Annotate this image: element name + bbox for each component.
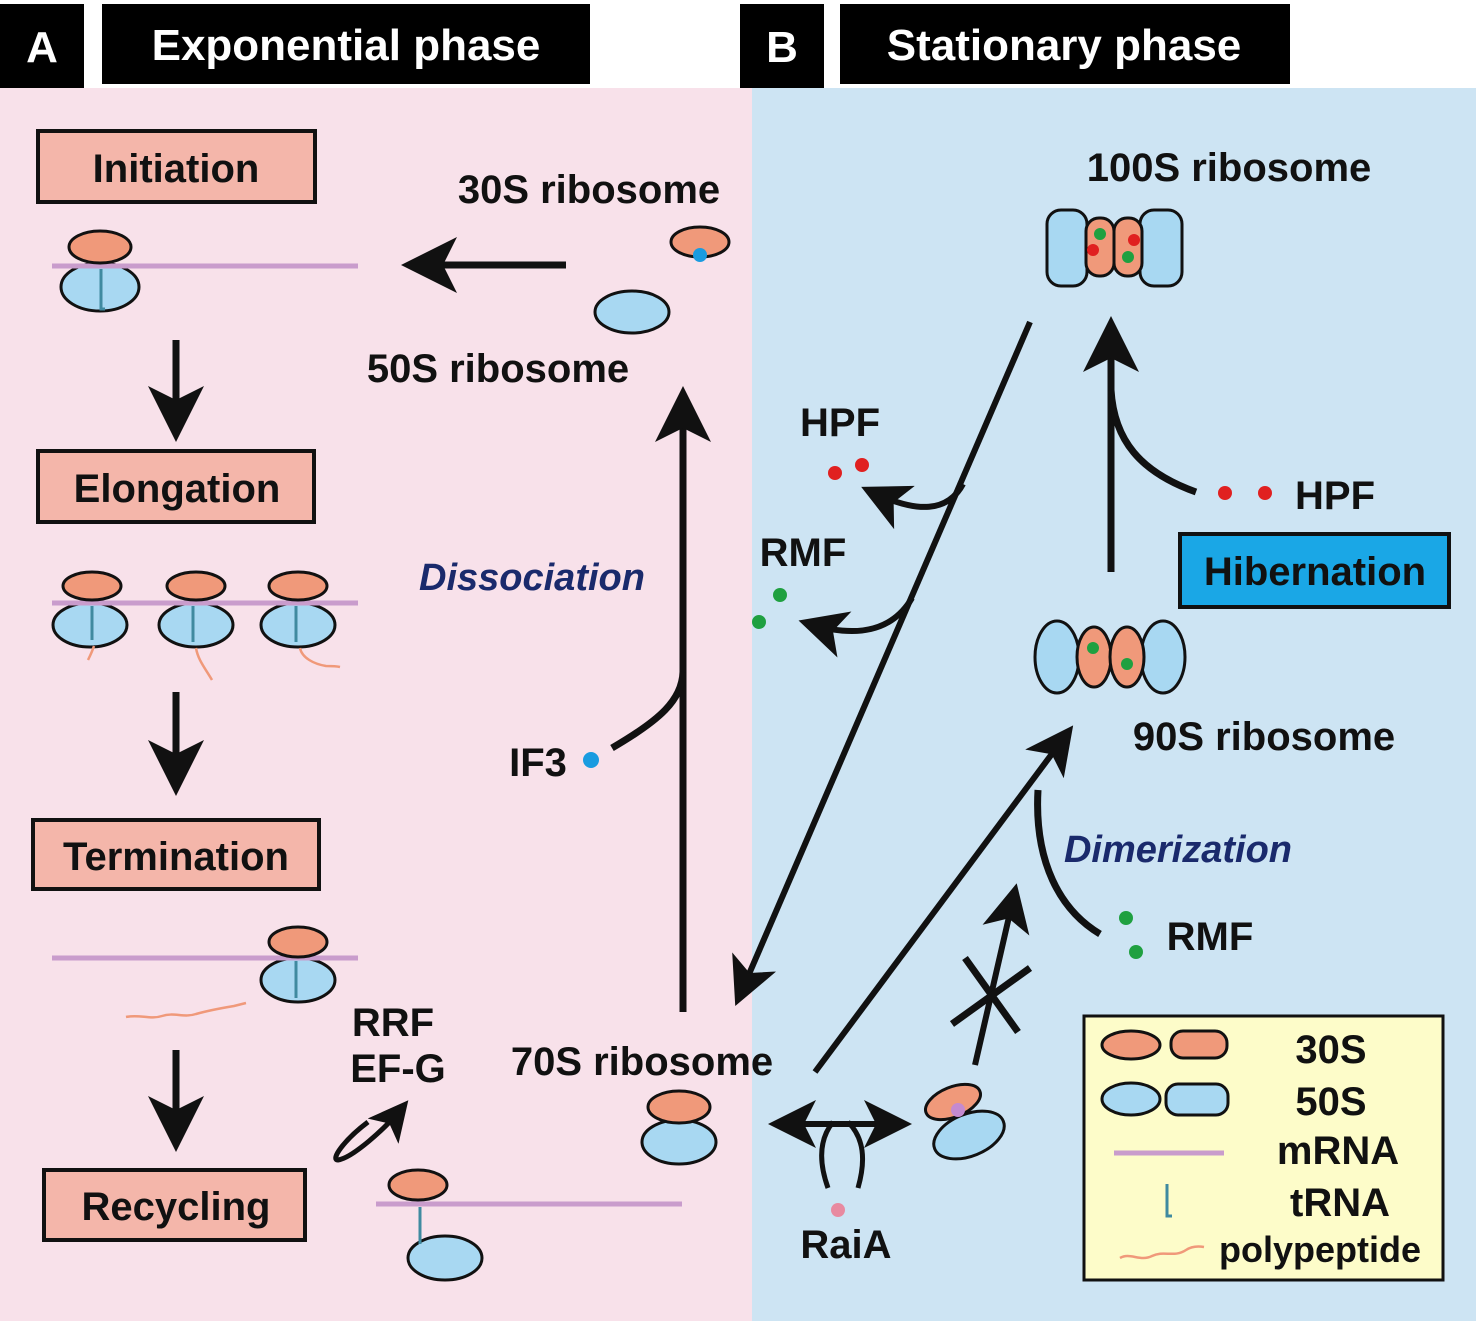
hpf-release-dot-2 — [855, 458, 869, 472]
block-cross-line-2 — [949, 965, 1033, 1027]
ribosome-100s-label: 100S ribosome — [1087, 146, 1372, 190]
ribosome-90s-label: 90S ribosome — [1133, 715, 1395, 759]
hpf-release-label: HPF — [800, 401, 880, 445]
panel-a-letter-box — [0, 4, 84, 88]
dissociation-label: Dissociation — [419, 557, 645, 599]
hpf-bind-dot-2 — [1258, 486, 1272, 500]
raia-bound-70s-icon — [924, 1082, 1006, 1161]
panel-a-title-box — [102, 4, 590, 84]
termination-box — [31, 818, 321, 891]
hpf-release-curve — [861, 482, 966, 530]
raia-dot — [831, 1203, 845, 1217]
raia-label: RaiA — [800, 1223, 891, 1267]
if3-dot — [583, 752, 599, 768]
initiation-ribosome-group — [52, 229, 358, 313]
legend-trna-label: tRNA — [1290, 1181, 1390, 1225]
panel-a-letter: A — [26, 23, 58, 72]
rrf-label: RRF — [352, 1001, 434, 1045]
legend-50s-label: 50S — [1295, 1080, 1366, 1124]
recycling-label: Recycling — [82, 1185, 271, 1229]
100s-to-70s-arrow — [732, 320, 1033, 1007]
legend-mrna-label: mRNA — [1277, 1129, 1399, 1173]
legend-30s-label: 30S — [1295, 1028, 1366, 1072]
legend-polypeptide-label: polypeptide — [1219, 1229, 1421, 1270]
elongation-box — [36, 449, 316, 524]
raia-binding-curve-1 — [819, 1120, 836, 1189]
legend-50s-icon — [1100, 1081, 1162, 1117]
hpf-binding-curve — [1107, 389, 1198, 496]
if3-binding-curve — [610, 671, 687, 752]
legend-trna-icon — [1165, 1184, 1172, 1218]
blocked-dimerization-arrow — [972, 883, 1030, 1066]
rmf-binding-curve — [1034, 789, 1102, 938]
rmf-bind-dot-1 — [1119, 911, 1133, 925]
initiation-box — [36, 129, 317, 204]
legend: 30S 50S mRNA tRNA polypeptide — [1082, 1014, 1445, 1282]
rrf-efg-loop-arrow — [333, 1100, 409, 1163]
panel-b-title: Stationary phase — [887, 21, 1242, 70]
legend-50s-block-icon — [1164, 1082, 1230, 1117]
if3-label: IF3 — [509, 741, 567, 785]
hpf-bind-dot-1 — [1218, 486, 1232, 500]
efg-label: EF-G — [350, 1047, 446, 1091]
ribosome-70s-icon — [640, 1089, 718, 1166]
legend-polypeptide-icon — [1119, 1245, 1205, 1260]
panel-b-letter-box — [740, 4, 824, 88]
dimerization-label: Dimerization — [1064, 829, 1292, 871]
rmf-release-dot-1 — [773, 588, 787, 602]
termination-ribosome-group — [52, 925, 358, 1019]
free-subunits-group — [593, 225, 731, 335]
legend-30s-icon — [1100, 1029, 1162, 1061]
elongation-polysome-group — [51, 570, 358, 681]
hibernation-label: Hibernation — [1204, 550, 1426, 594]
ribosome-70s-label: 70S ribosome — [511, 1040, 773, 1084]
ribosome-90s-icon — [1033, 619, 1187, 695]
raia-binding-curve-2 — [846, 1120, 866, 1189]
ribosome-30s-label: 30S ribosome — [458, 168, 720, 212]
hibernation-box — [1178, 532, 1451, 609]
hpf-release-dot-1 — [828, 466, 842, 480]
rmf-release-dot-2 — [752, 615, 766, 629]
rmf-release-curve — [798, 596, 915, 658]
initiation-label: Initiation — [93, 147, 260, 191]
rmf-release-label: RMF — [760, 531, 847, 575]
panel-a-title: Exponential phase — [152, 21, 541, 70]
recycling-ribosome-group — [376, 1168, 682, 1282]
termination-label: Termination — [63, 835, 289, 879]
rmf-bind-label: RMF — [1167, 915, 1254, 959]
hpf-bind-label: HPF — [1295, 474, 1375, 518]
ribosome-50s-label: 50S ribosome — [367, 347, 629, 391]
rmf-bind-dot-2 — [1129, 945, 1143, 959]
ribosome-100s-icon — [1045, 208, 1184, 288]
panel-b-letter: B — [766, 23, 798, 72]
legend-30s-block-icon — [1169, 1029, 1229, 1060]
panel-b-title-box — [840, 4, 1290, 84]
elongation-label: Elongation — [74, 467, 281, 511]
recycling-box — [42, 1168, 307, 1242]
70s-to-90s-arrow — [812, 725, 1074, 1074]
